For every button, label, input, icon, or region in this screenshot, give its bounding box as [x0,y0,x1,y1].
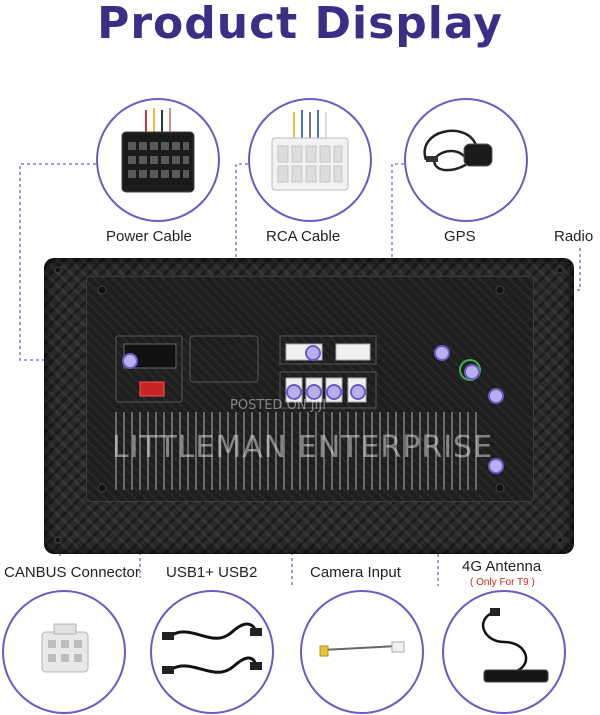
label-gps: GPS [444,228,476,245]
4g-antenna-image [442,590,566,714]
label-4g-antenna: 4G Antenna [462,558,542,575]
label-canbus: CANBUS Connector [4,564,140,581]
label-camera: Camera Input [310,564,401,581]
rca-cable-image [248,98,372,222]
label-4g-antenna-note: ( Only For T9 ) [470,577,535,588]
label-power-cable: Power Cable [106,228,192,245]
page-title: Product Display [97,0,503,49]
camera-input-image [300,590,424,714]
usb-cables-image [150,590,274,714]
dot-radio [464,364,480,380]
dot-4g-antenna-lower [488,458,504,474]
label-radio: Radio [554,228,594,245]
dot-usb-2 [306,384,322,400]
dot-gps [434,345,450,361]
watermark-posted: POSTED ON JIJI [230,398,327,413]
dot-power-cable [122,353,138,369]
watermark-enterprise: LITTLEMAN ENTERPRISE [112,430,494,465]
canbus-connector-image [2,590,126,714]
dot-camera [326,384,342,400]
dot-4g-antenna-upper [488,388,504,404]
label-usb: USB1+ USB2 [166,564,258,581]
dot-rca-cable [305,345,321,361]
label-rca-cable: RCA Cable [266,228,341,245]
gps-image [404,98,528,222]
dot-usb-1 [286,384,302,400]
power-cable-image [96,98,220,222]
dot-canbus [350,384,366,400]
